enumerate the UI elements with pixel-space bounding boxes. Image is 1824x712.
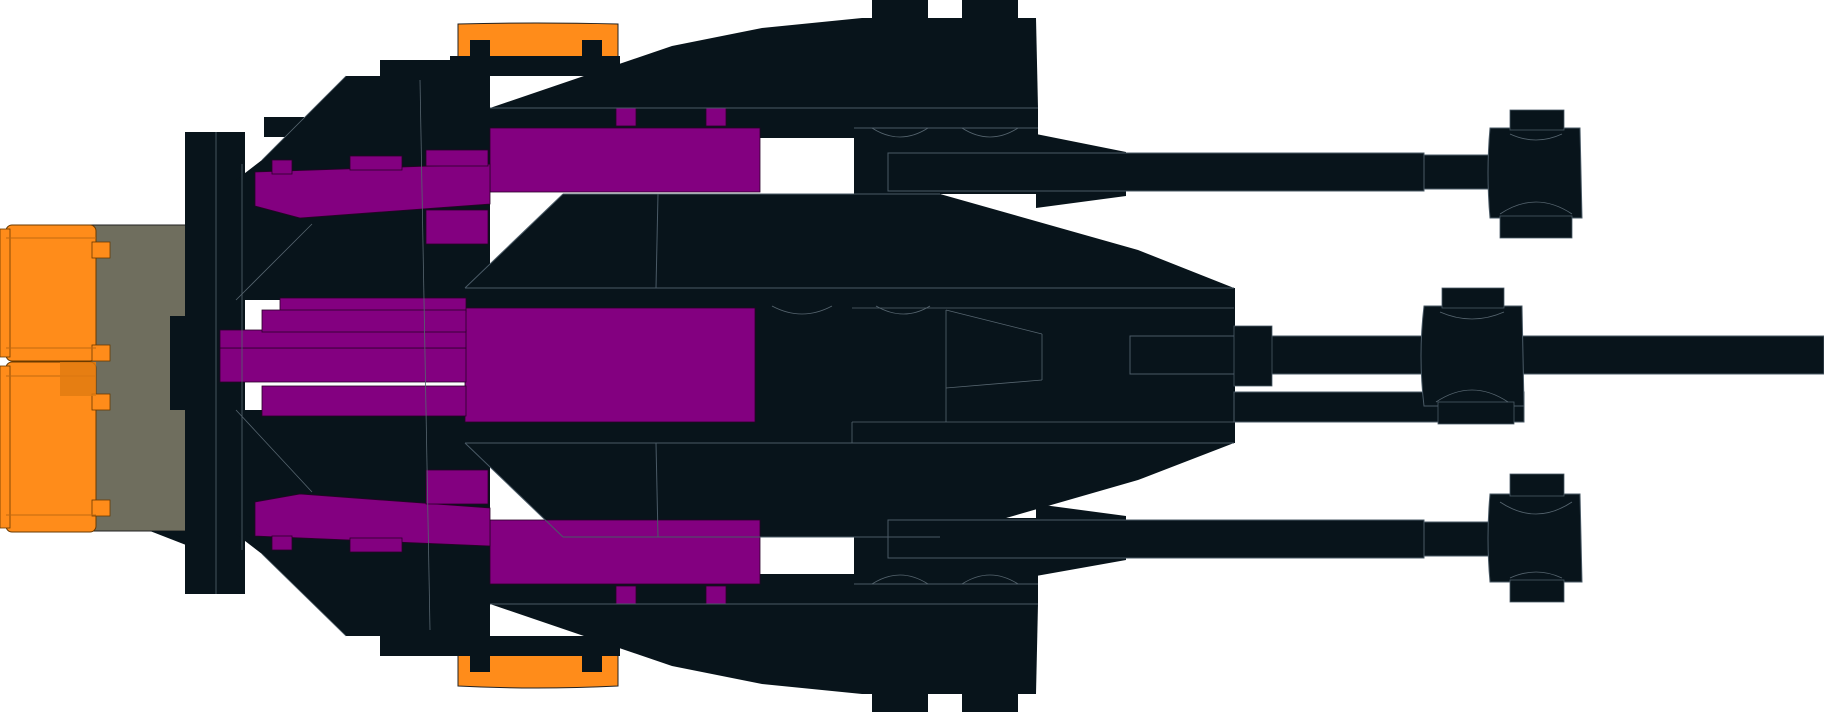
top-orange-fin: [457, 22, 619, 61]
lower-gun: [887, 473, 1583, 603]
thruster-lower: [0, 361, 111, 533]
engine-block-lower-wedge: [150, 531, 186, 545]
hull-panel-lines: [215, 75, 1573, 637]
center-gun: [1129, 287, 1824, 425]
upper-accent-panel: [254, 107, 761, 245]
upper-gun: [887, 109, 1583, 239]
lower-accent-panel: [254, 469, 761, 605]
engine-block: [87, 224, 187, 532]
bottom-orange-fin: [457, 651, 619, 689]
center-accent-panel: [219, 297, 756, 423]
